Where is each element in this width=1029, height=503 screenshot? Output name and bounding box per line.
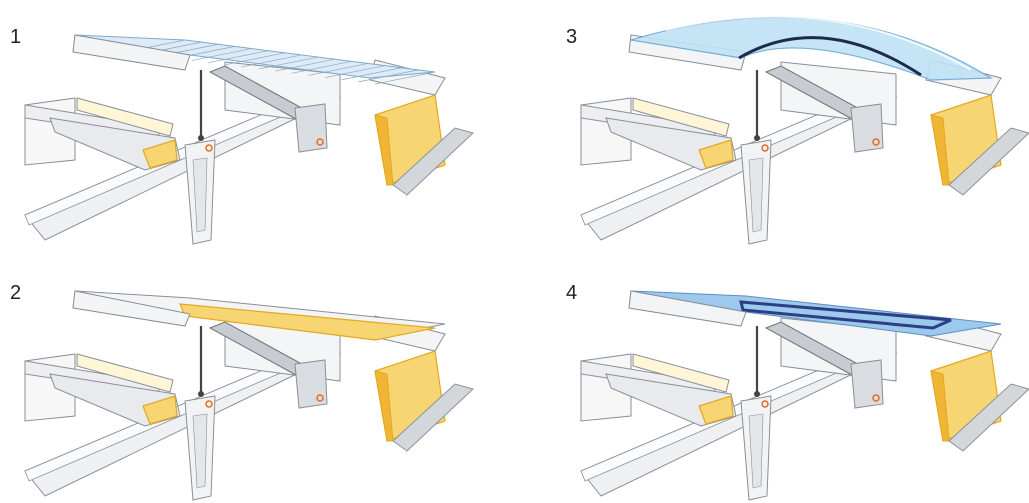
fixing-marker-a (761, 144, 769, 152)
frame-front-edge (628, 290, 747, 327)
frame-front-edge (72, 34, 191, 71)
flashing (392, 127, 474, 196)
diagram-panel-2: 2 (0, 256, 500, 501)
flashing (948, 127, 1029, 196)
multiwall-rib (341, 67, 402, 81)
multiwall-rib (324, 65, 386, 78)
left-insulation (698, 139, 734, 169)
multiwall-rib (224, 52, 286, 66)
multiwall-rib (358, 69, 419, 83)
column-face (748, 413, 764, 489)
frame-front-edge (72, 290, 191, 327)
diagram-panel-3: 3 (556, 0, 1029, 245)
rooflight-illustration (24, 34, 474, 245)
panel-label-1: 1 (10, 26, 22, 48)
back-bracket (294, 103, 328, 153)
multiwall-rib (274, 58, 336, 72)
rooflight-illustration (24, 290, 474, 501)
fixing-marker-b (316, 394, 324, 402)
rod-foot (754, 391, 760, 397)
fixing-marker-a (205, 400, 213, 408)
left-gutter-lip (76, 97, 174, 137)
dome-inner-rim (738, 36, 922, 77)
rod-foot (198, 391, 204, 397)
fixing-marker-b (872, 138, 880, 146)
left-insulation (142, 395, 178, 425)
fixing-marker-b (316, 138, 324, 146)
fixing-marker-a (205, 144, 213, 152)
left-gutter-lip (632, 353, 730, 393)
rooflight-illustration (580, 15, 1029, 245)
diagram-panel-4: 4 (556, 256, 1029, 501)
back-bracket (850, 359, 884, 409)
left-gutter-lip (76, 353, 174, 393)
left-insulation (142, 139, 178, 169)
panel-label-3: 3 (566, 26, 578, 48)
multiwall-rib (191, 48, 252, 61)
left-gutter-lip (632, 97, 730, 137)
panel-label-2: 2 (10, 282, 22, 304)
left-insulation (698, 395, 734, 425)
multiwall-rib (308, 63, 369, 76)
back-bracket (850, 103, 884, 153)
tinted-inner-frame (739, 300, 952, 330)
dome-highlight (665, 15, 972, 71)
diagram-panel-1: 1 (0, 0, 500, 245)
multiwall-rib (374, 71, 436, 85)
rooflight-illustration (580, 290, 1029, 501)
column-face (192, 157, 208, 233)
rod-foot (198, 135, 204, 141)
multiwall-rib (258, 56, 319, 70)
multiwall-rib (241, 54, 302, 68)
panel-label-4: 4 (566, 282, 578, 304)
sandwich-core (179, 303, 436, 341)
flashing (392, 383, 474, 452)
fixing-marker-a (761, 400, 769, 408)
flashing (948, 383, 1029, 452)
column-face (748, 157, 764, 233)
multiwall-rib (291, 60, 352, 74)
column-face (192, 413, 208, 489)
rod-foot (754, 135, 760, 141)
multiwall-rib (208, 50, 269, 64)
fixing-marker-b (872, 394, 880, 402)
back-bracket (294, 359, 328, 409)
